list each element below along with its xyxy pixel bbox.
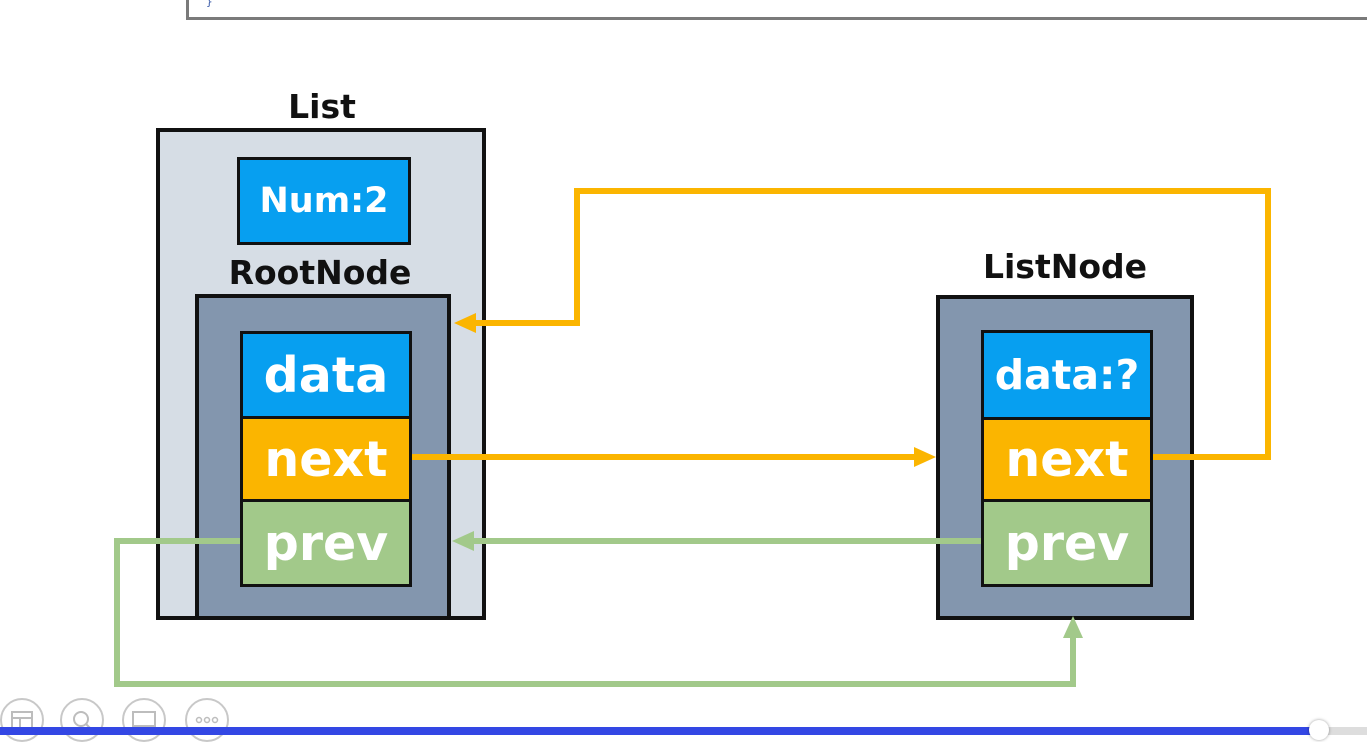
code-snippet-text: } — [206, 0, 213, 8]
progress-handle[interactable] — [1309, 720, 1330, 740]
listnode-title: ListNode — [982, 247, 1148, 286]
slides-icon[interactable] — [0, 698, 44, 742]
arrow-root-prev-to-listnode — [114, 538, 1083, 687]
screen-icon[interactable] — [122, 698, 166, 742]
rootnode-prev-cell: prev — [240, 499, 412, 587]
arrow-listnode-prev-to-root — [452, 531, 981, 551]
progress-fill — [0, 727, 1320, 735]
listnode-data-cell: data:? — [981, 330, 1153, 420]
listnode-prev-cell: prev — [981, 499, 1153, 587]
code-snippet-box — [186, 0, 1367, 20]
zoom-icon[interactable] — [60, 698, 104, 742]
num-cell: Num:2 — [237, 157, 411, 245]
rootnode-title: RootNode — [228, 253, 412, 292]
rootnode-data-cell: data — [240, 331, 412, 419]
rootnode-next-cell: next — [240, 416, 412, 502]
more-icon[interactable] — [185, 698, 229, 742]
listnode-next-cell: next — [981, 417, 1153, 502]
list-title: List — [288, 87, 356, 126]
arrow-listnode-next-to-root — [454, 188, 1271, 460]
arrow-root-next-to-listnode — [412, 447, 936, 467]
